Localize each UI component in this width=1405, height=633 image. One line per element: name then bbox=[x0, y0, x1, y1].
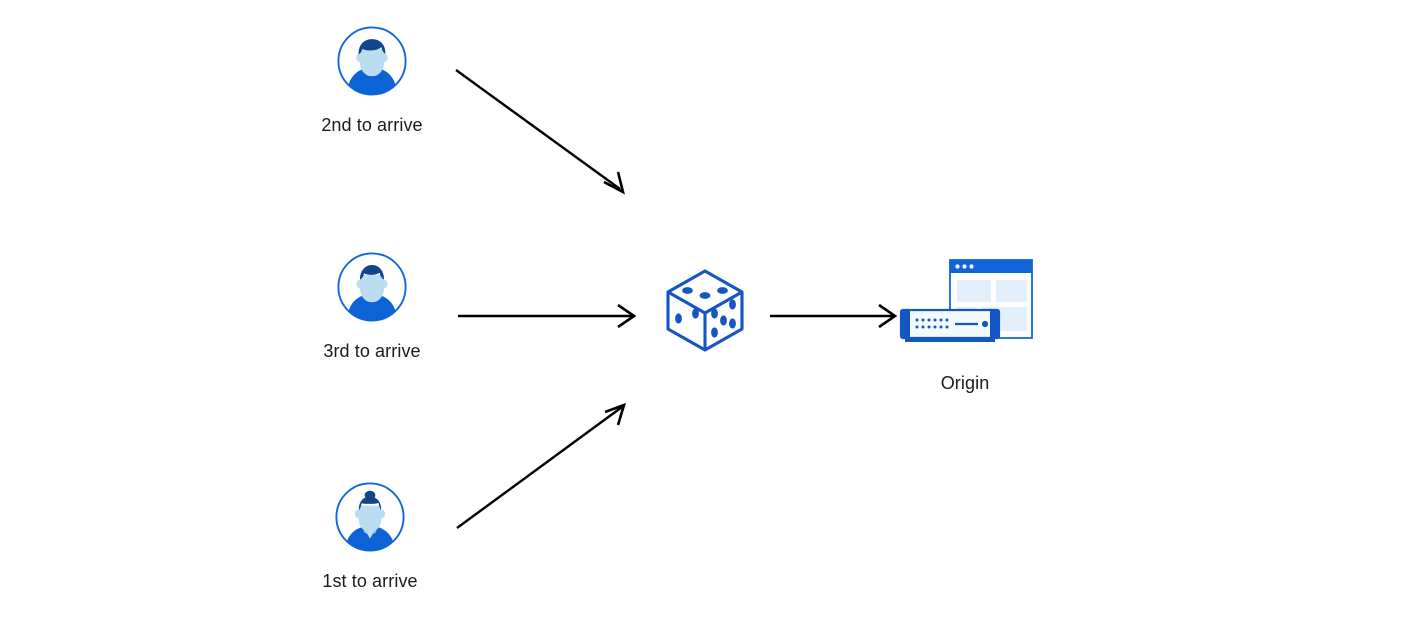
arrow-2nd-to-randomizer bbox=[455, 69, 625, 195]
node-label-client-1st: 1st to arrive bbox=[322, 571, 418, 591]
arrow-1st-to-randomizer bbox=[456, 402, 626, 529]
node-label-client-3rd: 3rd to arrive bbox=[323, 341, 421, 361]
arrow-3rd-to-randomizer bbox=[458, 303, 637, 329]
node-client-3rd[interactable]: 3rd to arrive bbox=[292, 250, 452, 362]
origin-server-icon bbox=[895, 256, 1035, 356]
node-randomizer[interactable] bbox=[657, 262, 753, 358]
node-label-client-2nd: 2nd to arrive bbox=[321, 115, 423, 135]
user-avatar-icon bbox=[337, 26, 407, 96]
user-avatar-icon bbox=[335, 482, 405, 552]
server-device-icon bbox=[899, 308, 1001, 342]
node-origin[interactable]: Origin bbox=[875, 256, 1055, 394]
node-label-origin: Origin bbox=[940, 373, 990, 393]
node-client-2nd[interactable]: 2nd to arrive bbox=[292, 24, 452, 136]
dice-icon bbox=[666, 269, 744, 352]
user-avatar-icon bbox=[337, 252, 407, 322]
node-client-1st[interactable]: 1st to arrive bbox=[290, 480, 450, 592]
